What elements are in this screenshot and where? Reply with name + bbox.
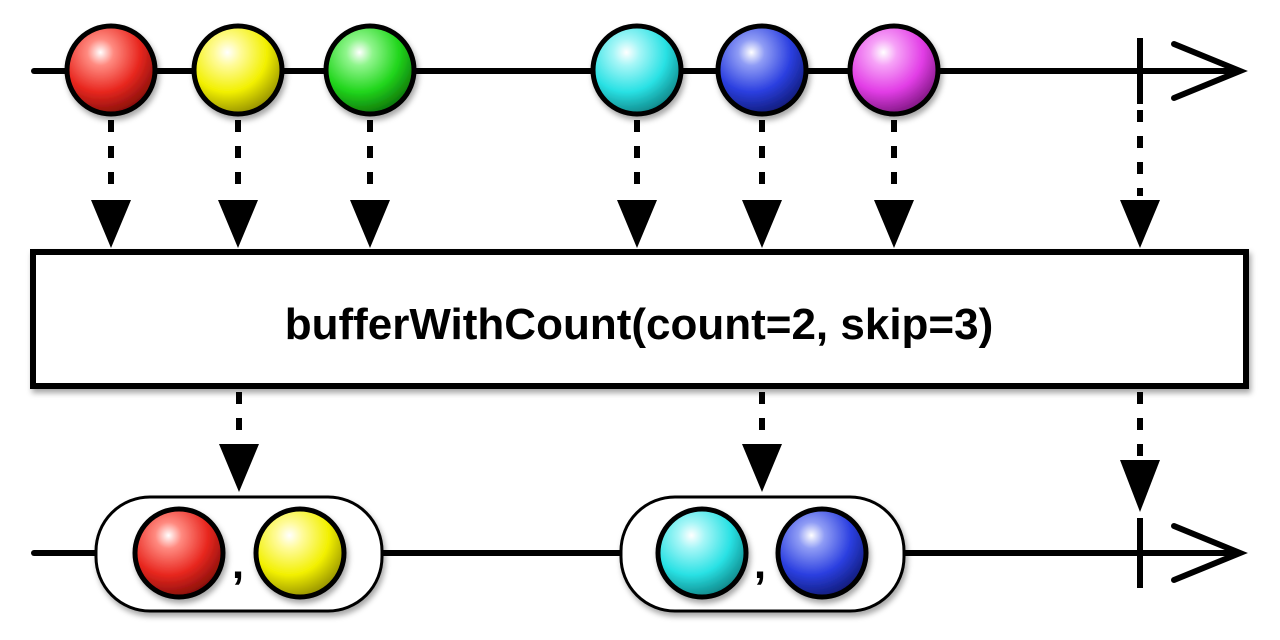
input-marble-magenta [847, 23, 941, 117]
input-marble-green [323, 23, 417, 117]
buffer-1-separator: , [232, 539, 244, 588]
operator-box: bufferWithCount(count=2, skip=3) [30, 249, 1249, 389]
output-buffer-2: , [619, 495, 906, 613]
buffer-2-marble-cyan [655, 506, 749, 600]
input-marbles [64, 23, 941, 117]
operator-label: bufferWithCount(count=2, skip=3) [285, 300, 994, 349]
output-arrows [219, 392, 1160, 512]
input-marble-yellow [191, 23, 285, 117]
arrow-buffer-1-out [219, 392, 259, 492]
arrow-green-in [350, 120, 390, 248]
arrow-buffer-2-out [742, 392, 782, 492]
buffer-1-marble-yellow [253, 506, 347, 600]
buffer-2-marble-blue [775, 506, 869, 600]
arrow-complete-out [1120, 392, 1160, 512]
input-marble-cyan [590, 23, 684, 117]
arrow-magenta-in [874, 120, 914, 248]
output-buffer-1: , [94, 495, 384, 613]
arrow-blue-in [742, 120, 782, 248]
arrow-red-in [91, 120, 131, 248]
buffer-2-separator: , [754, 539, 766, 588]
buffer-1-marble-red [132, 506, 226, 600]
input-marble-red [64, 23, 158, 117]
arrow-complete-in [1120, 110, 1160, 248]
arrow-cyan-in [617, 120, 657, 248]
input-marble-blue [715, 23, 809, 117]
input-arrows [91, 110, 1160, 248]
arrow-yellow-in [218, 120, 258, 248]
